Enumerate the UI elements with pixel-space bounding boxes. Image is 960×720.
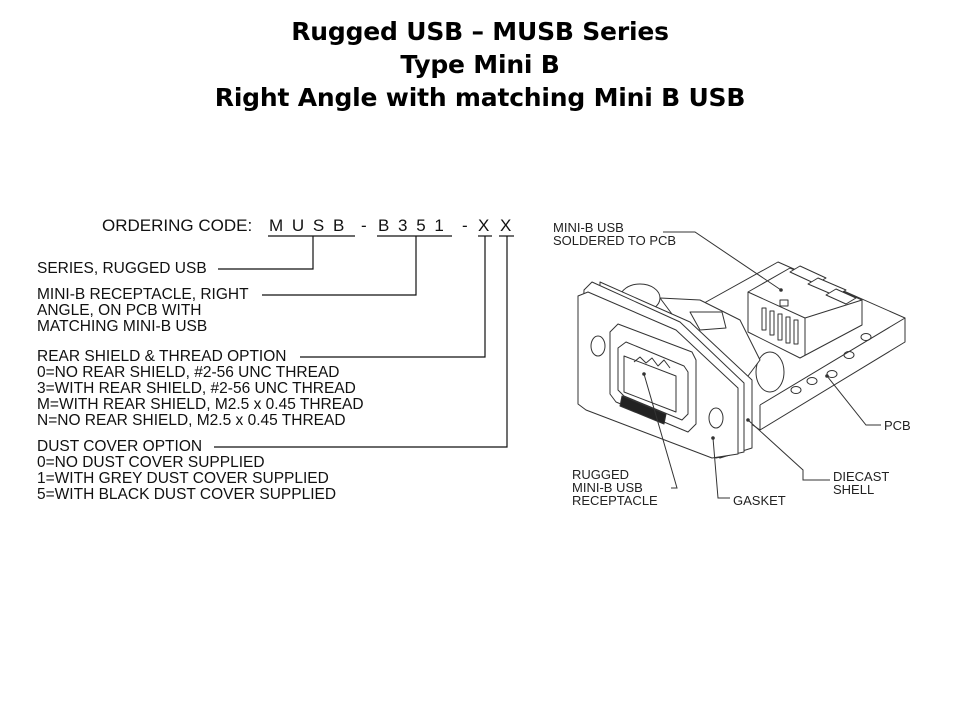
mounting-hole [590,335,606,357]
dust-cover-option: 1=WITH GREY DUST COVER SUPPLIED [37,470,329,487]
ordering-code-series: M U S B [269,216,345,235]
mini-b-usb-connector [747,265,863,359]
label-pcb: PCB [884,418,911,433]
gasket-leader [712,437,730,499]
diecast-shell-leader [747,419,830,481]
rear-shield-option: 0=NO REAR SHIELD, #2-56 UNC THREAD [37,364,340,381]
ordering-code-dash-2: - [462,216,468,235]
connector-drawing [577,261,906,459]
ordering-code-type: B 3 5 1 [378,216,444,235]
label-rugged-line-3: RECEPTACLE [572,493,658,508]
mini-b-usb-leader [663,231,782,291]
ordering-code-dash-1: - [361,216,367,235]
receptacle-description-line-2: ANGLE, ON PCB WITH [37,302,202,319]
label-rugged-line-2: MINI-B USB [572,480,643,495]
label-rugged-line-1: RUGGED [572,467,630,482]
rear-shield-option: 3=WITH REAR SHIELD, #2-56 UNC THREAD [37,380,356,397]
ordering-code-shield-option: X [478,216,490,235]
receptacle-leader [262,236,417,296]
label-diecast-shell-line-2: SHELL [833,482,875,497]
label-diecast-shell-line-1: DIECAST [833,469,890,484]
receptacle-description-line-1: MINI-B RECEPTACLE, RIGHT [37,286,249,303]
ordering-code-label: ORDERING CODE: [102,216,253,235]
label-mini-b-usb-line-1: MINI-B USB [553,220,624,235]
rear-shield-leader [300,236,486,358]
pcb-leader [826,375,881,426]
slide-title-line-1: Rugged USB – MUSB Series [291,17,669,46]
rear-shield-option: M=WITH REAR SHIELD, M2.5 x 0.45 THREAD [37,396,364,413]
receptacle-description-line-3: MATCHING MINI-B USB [37,318,208,335]
dust-cover-heading: DUST COVER OPTION [37,438,203,455]
dust-cover-option: 5=WITH BLACK DUST COVER SUPPLIED [37,486,337,503]
series-description: SERIES, RUGGED USB [37,260,207,277]
label-mini-b-usb-line-2: SOLDERED TO PCB [553,233,677,248]
rear-shield-option: N=NO REAR SHIELD, M2.5 x 0.45 THREAD [37,412,346,429]
ordering-code-dust-option: X [500,216,512,235]
rugged-receptacle [609,323,697,433]
slide-title-line-3: Right Angle with matching Mini B USB [214,83,746,112]
label-gasket: GASKET [733,493,786,508]
dust-cover-leader [214,236,508,448]
dust-cover-option: 0=NO DUST COVER SUPPLIED [37,454,265,471]
mounting-hole [708,407,724,429]
rear-shield-heading: REAR SHIELD & THREAD OPTION [37,348,287,365]
drawing-callouts [642,231,881,499]
series-leader [218,236,314,270]
receptacle-leader [643,373,678,489]
slide-title-line-2: Type Mini B [400,50,560,79]
receptacle-marking [619,395,667,425]
ordering-code-leaders [214,235,514,448]
